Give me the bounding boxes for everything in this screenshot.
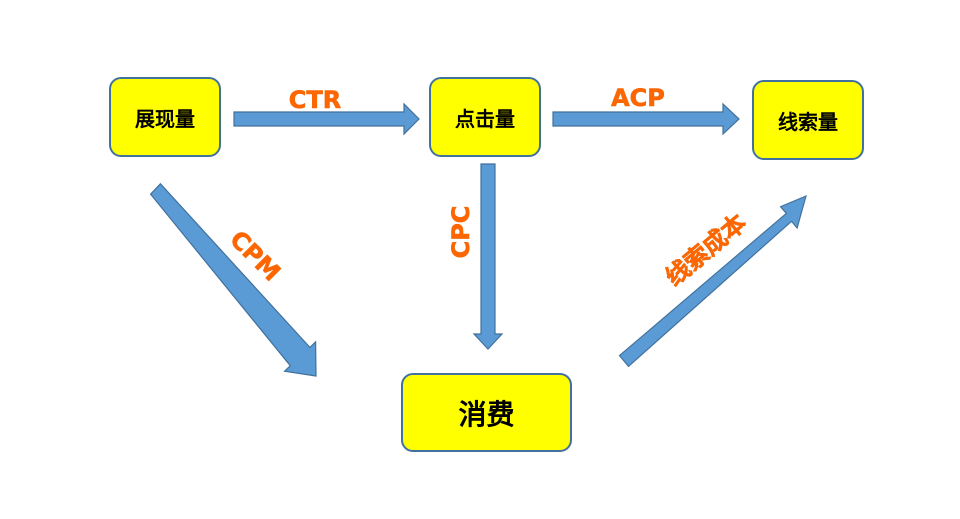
node-spend: 消费 [401, 373, 572, 452]
node-clicks-label: 点击量 [455, 106, 515, 131]
edge-label-cpc: CPC [447, 206, 475, 259]
arrow-impressions-to-clicks [233, 102, 420, 136]
node-impressions: 展现量 [109, 77, 221, 157]
node-spend-label: 消费 [458, 397, 515, 431]
edge-label-acp: ACP [611, 84, 665, 112]
node-leads-label: 线索量 [778, 109, 838, 134]
node-impressions-label: 展现量 [135, 106, 195, 131]
arrow-clicks-to-spend [472, 163, 504, 350]
edge-label-lead-cost: 线索成本 [660, 208, 752, 291]
arrow-spend-to-leads [618, 194, 807, 368]
edge-label-ctr: CTR [289, 86, 341, 114]
node-leads: 线索量 [752, 80, 864, 160]
arrow-clicks-to-leads [552, 102, 740, 136]
arrow-impressions-to-spend [149, 182, 317, 377]
node-clicks: 点击量 [429, 77, 541, 157]
